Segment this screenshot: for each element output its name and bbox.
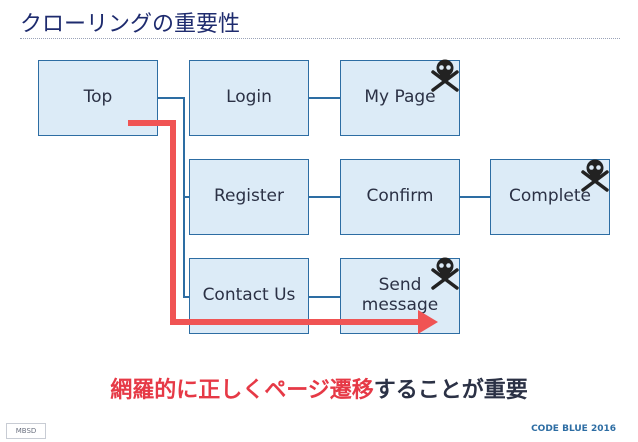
skull-crossbones-icon: [431, 59, 459, 92]
connector-register-confirm: [309, 196, 341, 198]
node-mypage-label: My Page: [364, 87, 436, 108]
caption-highlight: 網羅的に正しくページ遷移: [110, 378, 374, 403]
caption: 網羅的に正しくページ遷移することが重要: [0, 372, 638, 404]
connector-contact-send: [309, 296, 341, 298]
node-register: Register: [189, 159, 309, 235]
node-login-label: Login: [226, 87, 272, 108]
node-confirm-label: Confirm: [366, 186, 434, 207]
title-divider: [20, 38, 620, 39]
connector-to-contact: [183, 296, 190, 298]
crawl-path-line: [128, 120, 420, 325]
node-send-label-line2: message: [361, 295, 439, 315]
node-top-label: Top: [83, 87, 113, 108]
node-confirm: Confirm: [340, 159, 460, 235]
connector-to-register: [183, 196, 190, 198]
node-contact-label: Contact Us: [202, 285, 296, 306]
node-send-message: Send message: [340, 258, 460, 334]
page-title: クローリングの重要性: [20, 12, 241, 37]
footer-logo-badge: MBSD: [6, 423, 46, 439]
node-register-label: Register: [214, 186, 284, 207]
connector-top-trunk: [158, 97, 184, 99]
node-complete-label: Complete: [509, 186, 591, 207]
skull-crossbones-icon: [431, 257, 459, 290]
skull-crossbones-icon: [581, 159, 609, 192]
caption-rest: することが重要: [373, 378, 528, 403]
crawl-path-arrowhead: [418, 310, 438, 334]
node-send-label-line1: Send: [378, 275, 422, 296]
connector-confirm-complete: [459, 196, 491, 198]
connector-login-mypage: [309, 97, 341, 99]
footer-event-name: CODE BLUE 2016: [531, 424, 616, 434]
node-login: Login: [189, 60, 309, 136]
